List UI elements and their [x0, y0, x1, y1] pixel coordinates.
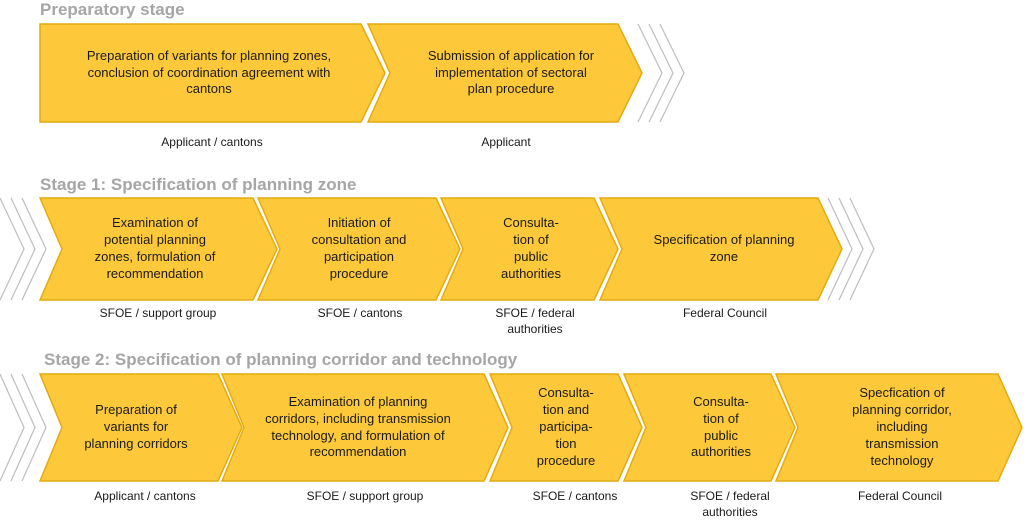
step-actor: SFOE / cantons: [532, 489, 618, 503]
step-label: Initiation of consultation and participa…: [311, 215, 407, 281]
step-actor: SFOE / cantons: [317, 306, 403, 320]
lead-chevron-icon: [0, 197, 25, 301]
trail-chevron-icon: [659, 23, 685, 123]
trail-chevron-icon: [827, 197, 853, 301]
trail-chevron-icon: [849, 197, 875, 301]
step-label: Consulta- tion of public authorities: [691, 393, 751, 460]
process-arrow: [220, 373, 509, 482]
step-label: Specification of planning zone: [653, 232, 795, 264]
lead-chevron-icon: [21, 373, 47, 482]
stage-title: Stage 2: Specification of planning corri…: [44, 350, 518, 369]
step-actor: Applicant: [481, 135, 531, 149]
process-arrow: [774, 373, 1023, 482]
step-label: Preparation of variants for planning zon…: [86, 47, 332, 97]
step-label: Preparation of variants for planning cor…: [84, 402, 188, 451]
process-arrow: [488, 373, 643, 482]
stage-title: Stage 1: Specification of planning zone: [40, 175, 357, 194]
step-label: Submission of application for implementa…: [427, 47, 595, 97]
lead-chevron-icon: [0, 373, 25, 482]
process-arrow: [598, 197, 843, 301]
step-actor: Federal Council: [857, 489, 943, 503]
step-label: Consulta- tion of public authorities: [501, 215, 561, 281]
step-actor: SFOE / support group: [306, 489, 424, 503]
step-actor: SFOE / support group: [99, 306, 217, 320]
lead-chevron-icon: [21, 197, 47, 301]
process-arrow: [38, 373, 243, 482]
step-actor: SFOE / federal authorities: [495, 306, 575, 336]
step-actor: Applicant / cantons: [94, 489, 196, 503]
lead-chevron-icon: [10, 373, 36, 482]
trail-chevron-icon: [648, 23, 674, 123]
lead-chevron-icon: [10, 197, 36, 301]
stage-title: Preparatory stage: [40, 0, 185, 19]
step-label: Consulta- tion and participa- tion proce…: [536, 385, 596, 468]
process-arrow: [256, 197, 461, 301]
step-actor: Federal Council: [682, 306, 768, 320]
step-label: Specfication of planning corridor, inclu…: [852, 385, 952, 468]
step-label: Examination of planning corridors, inclu…: [265, 393, 451, 460]
trail-chevron-icon: [637, 23, 663, 123]
process-arrow: [622, 373, 796, 482]
step-label: Examination of potential planning zones,…: [94, 215, 216, 281]
process-arrow: [366, 23, 643, 123]
process-arrow: [439, 197, 619, 301]
process-arrow: [39, 23, 386, 123]
process-arrow: [38, 197, 278, 301]
trail-chevron-icon: [838, 197, 864, 301]
step-actor: SFOE / federal authorities: [690, 489, 770, 519]
step-actor: Applicant / cantons: [161, 135, 263, 149]
